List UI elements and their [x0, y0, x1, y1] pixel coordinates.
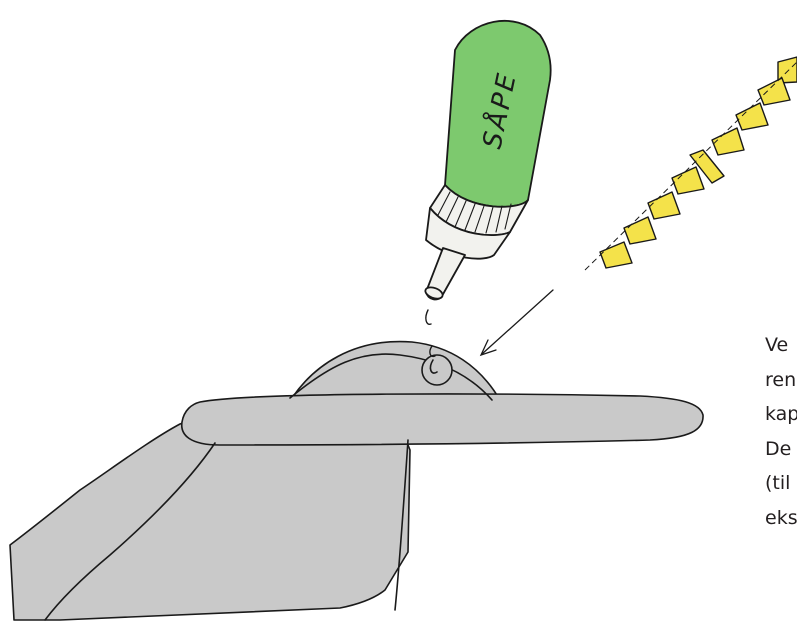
nipple-cone — [648, 192, 680, 219]
caption-line: De — [765, 432, 797, 467]
hose-nipple — [585, 57, 797, 270]
caption-line: kap — [765, 397, 797, 432]
plate-bar — [182, 394, 703, 445]
nipple-cone — [736, 103, 768, 130]
plate — [10, 342, 703, 620]
caption-line: Ve — [765, 328, 797, 363]
nipple-cone — [712, 128, 744, 155]
soap-tube — [424, 21, 551, 301]
nipple-axis — [585, 62, 797, 270]
caption-line: ren — [765, 363, 797, 398]
nipple-cone — [672, 167, 704, 194]
caption-line: eks — [765, 501, 797, 536]
nipple-hole — [422, 355, 452, 385]
soap-drop — [426, 310, 431, 324]
nipple-cone — [600, 242, 632, 268]
caption-line: (til — [765, 466, 797, 501]
nipple-cone — [624, 217, 656, 244]
caption-text: Ve ren kap De (til eks — [765, 328, 797, 535]
direction-arrow — [481, 290, 553, 355]
